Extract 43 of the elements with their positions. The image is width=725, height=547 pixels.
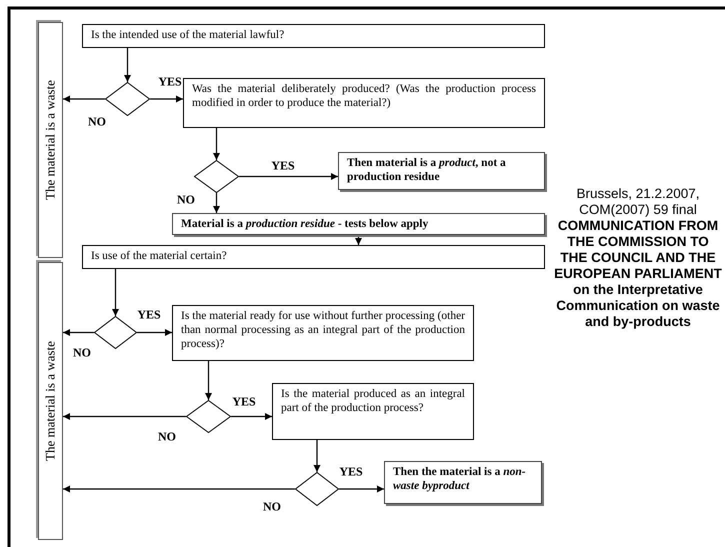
arrow: [339, 486, 384, 492]
side-band: The material is a waste: [38, 22, 63, 258]
arrow: [112, 269, 119, 316]
document-title: COMMUNICATION FROM THE COMMISSION TO THE COUNCIL AND THE EUROPEAN PARLIAMENT on the Interpretative Communication on waste and by-products: [553, 218, 723, 330]
arrow: [314, 440, 320, 472]
edge-label: YES: [270, 160, 296, 172]
edge-label: NO: [176, 194, 196, 206]
decision-diamond: [295, 472, 339, 506]
arrow: [63, 329, 94, 336]
edge-label: NO: [72, 346, 92, 360]
arrow: [150, 96, 183, 102]
decision-diamond: [105, 82, 150, 116]
decision-diamond: [194, 160, 239, 193]
arrow: [63, 413, 186, 420]
arrow: [213, 128, 220, 160]
arrow: [63, 486, 295, 492]
arrow: [137, 329, 172, 336]
arrow: [63, 96, 105, 102]
edge-label: NO: [157, 430, 177, 444]
edge-label: YES: [231, 396, 257, 408]
result-box: Then material is a product, not a production residue: [338, 152, 545, 190]
decision-diamond: [94, 316, 137, 349]
result-box: Material is a production residue - tests below apply: [172, 213, 545, 235]
decision-diamond: [186, 400, 231, 433]
arrow: [213, 193, 220, 213]
side-band: The material is a waste: [38, 262, 63, 540]
edge-label: YES: [136, 308, 162, 322]
arrow: [239, 173, 338, 180]
result-box: Then the material is a non-waste byproduct: [384, 461, 542, 504]
question-box: Is use of the material certain?: [82, 245, 545, 269]
edge-label: YES: [338, 466, 364, 478]
edge-label: YES: [157, 76, 183, 88]
question-box: Was the material deliberately produced? (Was the production process modified in order to produce the material?): [183, 78, 545, 128]
question-box: Is the intended use of the material lawful?: [82, 24, 545, 48]
edge-label: NO: [87, 116, 107, 128]
arrow: [124, 48, 131, 82]
question-box: Is the material produced as an integral part of the production process?: [272, 383, 474, 440]
document-reference: Brussels, 21.2.2007, COM(2007) 59 final: [575, 186, 701, 218]
arrow: [355, 235, 362, 245]
question-box: Is the material ready for use without further processing (other than normal processing as an integral part of the production process)?: [172, 305, 474, 361]
arrow: [205, 361, 212, 400]
arrow: [231, 413, 272, 420]
edge-label: NO: [262, 500, 282, 514]
